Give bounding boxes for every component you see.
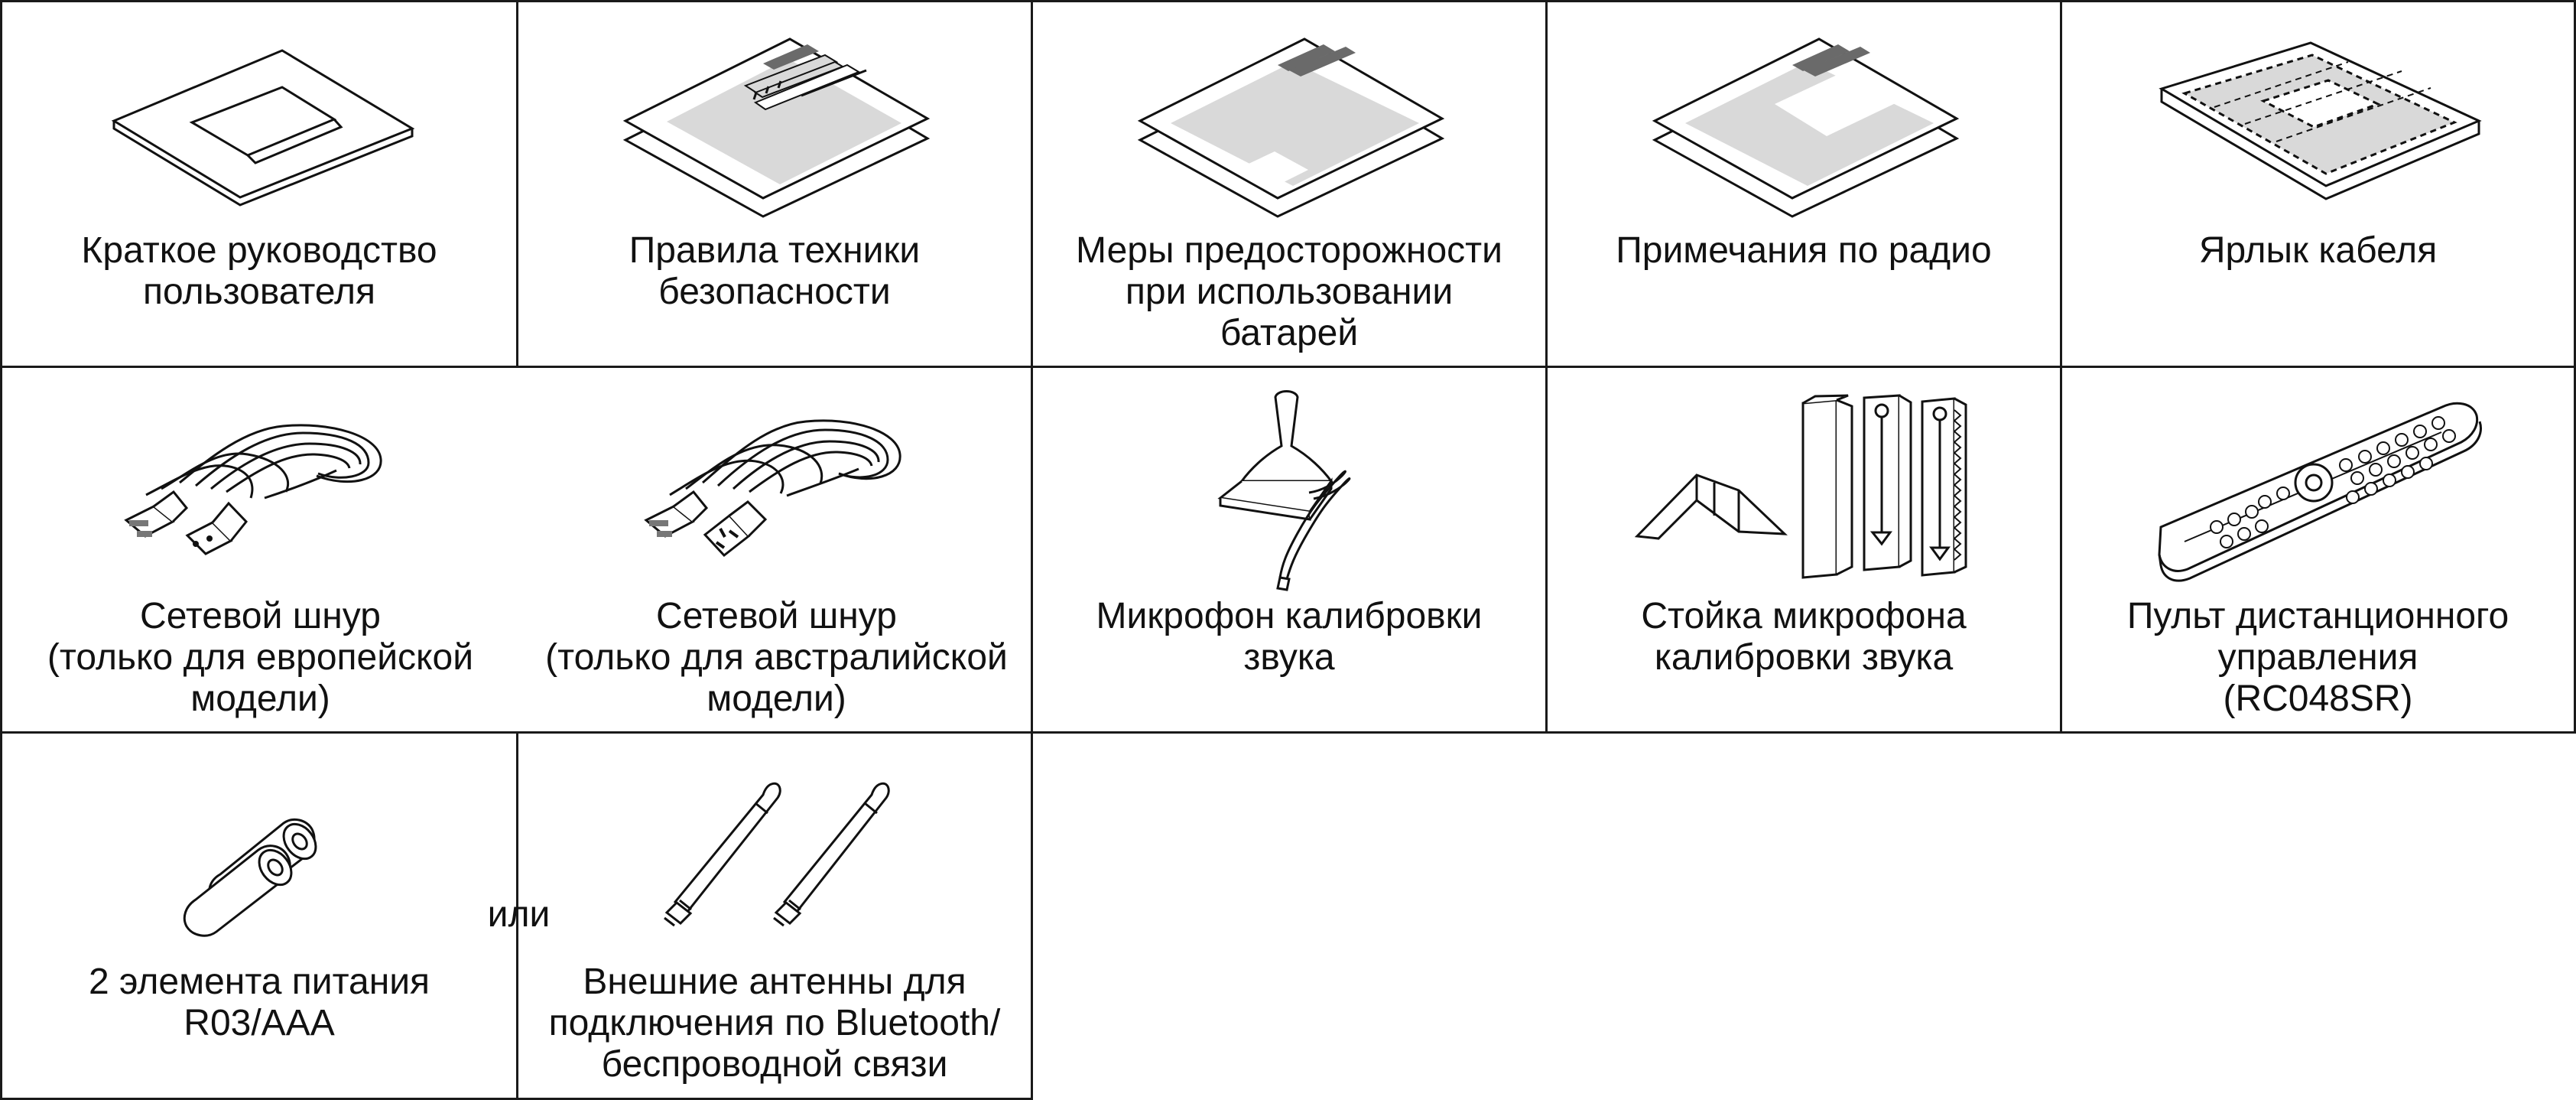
remote-control-icon	[2062, 377, 2574, 595]
accessory-caption: Сетевой шнур (только для австралийской м…	[545, 596, 1008, 719]
accessory-safety-instructions: Правила техники безопасности	[516, 0, 1033, 368]
accessory-calibration-microphone: Микрофон калибровки звука	[1031, 366, 1548, 734]
battery-icon	[2, 743, 516, 961]
accessory-battery-precautions: Меры предосторожности при использовании …	[1031, 0, 1548, 368]
document-icon	[1548, 11, 2060, 229]
accessory-cable-label: Ярлык кабеля	[2060, 0, 2576, 368]
microphone-icon	[1033, 377, 1545, 595]
accessory-caption: Правила техники безопасности	[629, 230, 921, 312]
accessory-power-cord-eu: Сетевой шнур (только для европейской мод…	[2, 368, 518, 731]
accessory-caption: Сетевой шнур (только для европейской мод…	[47, 596, 474, 719]
accessory-external-antennas: Внешние антенны для подключения по Bluet…	[516, 731, 1033, 1100]
stand-icon	[1548, 377, 2060, 595]
booklet-icon	[2, 11, 516, 229]
power-cord-icon	[2, 377, 518, 595]
accessory-microphone-stand: Стойка микрофона калибровки звука	[1545, 366, 2062, 734]
accessory-radio-notes: Примечания по радио	[1545, 0, 2062, 368]
document-icon	[1033, 11, 1545, 229]
or-label: или	[487, 894, 551, 935]
accessory-caption: 2 элемента питания R03/AAA	[88, 962, 430, 1043]
accessory-remote-control: Пульт дистанционного управления (RC048SR…	[2060, 366, 2576, 734]
accessory-caption: Внешние антенны для подключения по Bluet…	[548, 962, 1001, 1085]
power-cord-icon	[518, 377, 1035, 595]
accessory-caption: Краткое руководство пользователя	[81, 230, 437, 312]
accessory-caption: Микрофон калибровки звука	[1096, 596, 1483, 678]
accessory-caption: Меры предосторожности при использовании …	[1076, 230, 1502, 353]
accessory-caption: Ярлык кабеля	[2198, 230, 2438, 271]
document-icon	[518, 11, 1031, 229]
accessory-power-cord-au: Сетевой шнур (только для австралийской м…	[518, 368, 1035, 731]
antenna-icon	[518, 743, 1031, 961]
accessory-caption: Стойка микрофона калибровки звука	[1641, 596, 1967, 678]
accessory-caption: Пульт дистанционного управления (RC048SR…	[2126, 596, 2509, 719]
accessory-batteries: 2 элемента питания R03/AAA	[0, 731, 518, 1100]
accessory-quick-start-guide: Краткое руководство пользователя	[0, 0, 518, 368]
accessory-power-cord-group: Сетевой шнур (только для европейской мод…	[0, 366, 1035, 935]
label-sheet-icon	[2062, 11, 2574, 229]
accessory-caption: Примечания по радио	[1616, 230, 1992, 271]
